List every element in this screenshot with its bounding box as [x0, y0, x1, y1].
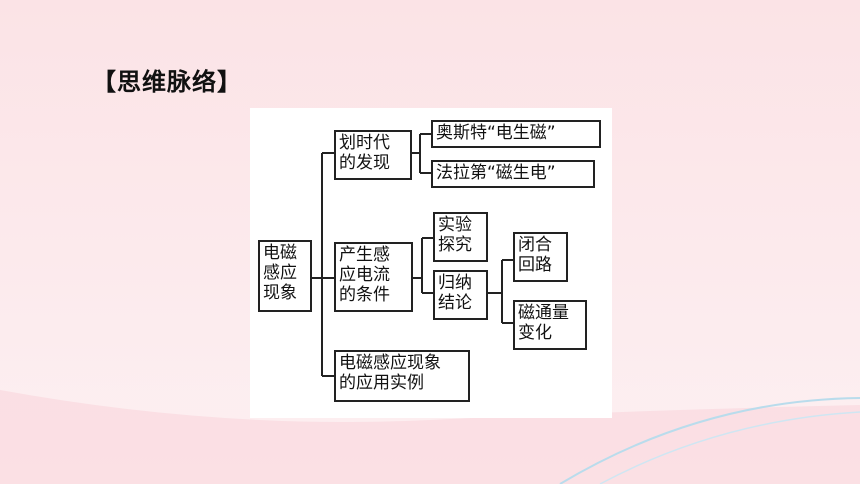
node-root-electromagnetic-induction: 电磁 感应 现象 [258, 240, 312, 312]
page-title: 【思维脉络】 [92, 68, 242, 96]
node-closed-circuit: 闭合 回路 [513, 232, 568, 282]
connector-lines [312, 133, 513, 377]
node-application-examples: 电磁感应现象 的应用实例 [334, 350, 470, 402]
node-magnetic-flux-change: 磁通量 变化 [513, 300, 587, 350]
node-experimental-exploration: 实验 探究 [433, 212, 488, 262]
node-oersted-electricity-to-magnetism: 奥斯特“电生磁” [431, 120, 601, 148]
mind-map-panel: 电磁 感应 现象 划时代 的发现 奥斯特“电生磁” 法拉第“磁生电” 产生感 应… [250, 108, 612, 418]
node-faraday-magnetism-to-electricity: 法拉第“磁生电” [431, 160, 595, 188]
node-conditions-for-induced-current: 产生感 应电流 的条件 [334, 242, 413, 312]
node-epoch-making-discovery: 划时代 的发现 [334, 130, 412, 180]
node-inductive-conclusion: 归纳 结论 [433, 270, 488, 320]
